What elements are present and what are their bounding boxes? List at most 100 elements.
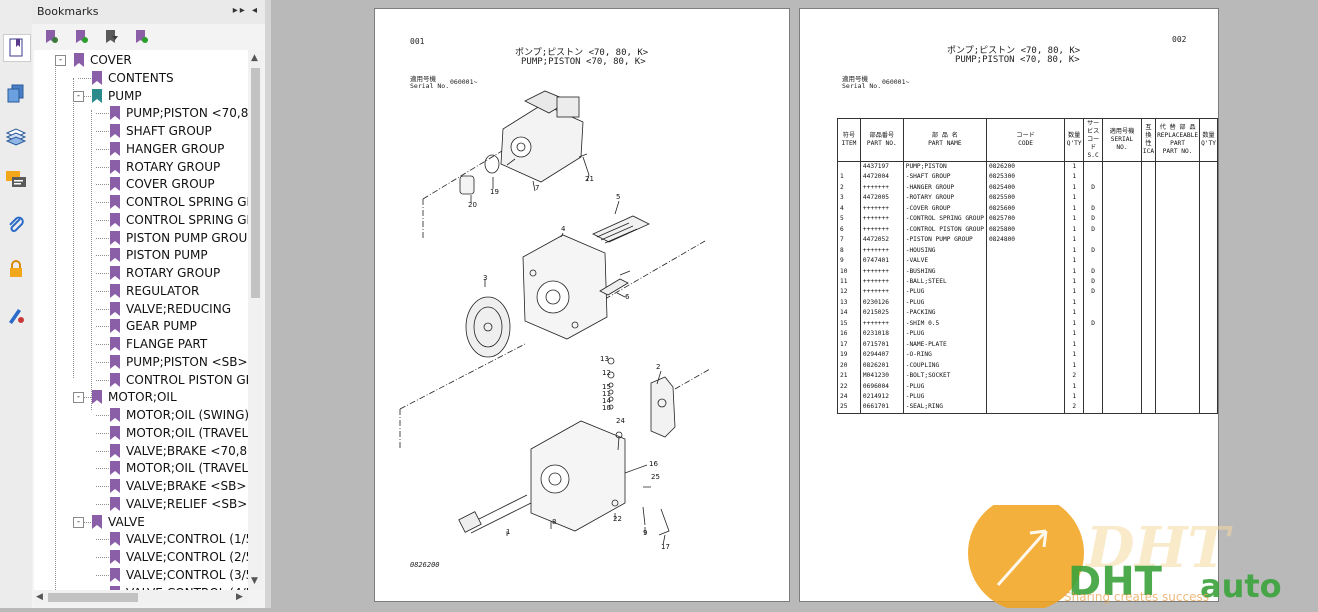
table-cell: -CONTROL SPRING GROUP — [902, 214, 987, 225]
bookmark-item[interactable]: VALVE;CONTROL (2/5) — [110, 548, 248, 566]
bookmark-item[interactable]: SHAFT GROUP — [110, 122, 212, 140]
comments-icon[interactable] — [3, 166, 29, 192]
table-cell-empty — [1140, 318, 1157, 330]
bookmark-item[interactable]: COVER GROUP — [110, 175, 215, 193]
model-label-jp: 適用号機 — [842, 75, 868, 83]
bookmark-item[interactable]: VALVE;BRAKE <SB> — [110, 477, 246, 495]
table-cell: 1 — [1064, 224, 1085, 236]
table-cell-empty — [1102, 381, 1142, 392]
bookmark-item[interactable]: MOTOR;OIL — [92, 388, 177, 406]
panel-splitter[interactable] — [265, 0, 271, 608]
pages-icon[interactable] — [3, 80, 29, 106]
table-cell: 20 — [837, 360, 861, 372]
table-cell-empty — [1140, 381, 1157, 392]
bookmark-item[interactable]: CONTENTS — [92, 69, 174, 87]
bookmark-item[interactable]: COVER — [74, 51, 132, 69]
watermark: DHT DHT auto Sharing creates success — [968, 495, 1318, 611]
table-cell: 1 — [1064, 256, 1085, 267]
bookmark-item[interactable]: VALVE;CONTROL (4/5) — [110, 584, 248, 590]
table-cell: 12 — [837, 287, 861, 298]
table-cell-empty — [1155, 266, 1201, 277]
bookmark-item[interactable]: VALVE;RELIEF <SB> — [110, 495, 247, 513]
table-cell-empty — [1199, 172, 1218, 183]
table-cell: 4437197 — [859, 161, 904, 173]
table-cell-empty — [1155, 371, 1201, 382]
table-cell: -COVER GROUP — [902, 203, 987, 215]
bookmark-item[interactable]: VALVE;CONTROL (3/5) — [110, 566, 248, 584]
collapse-toggle[interactable]: - — [55, 55, 66, 66]
bookmark-item[interactable]: GEAR PUMP — [110, 317, 197, 335]
bookmark-item[interactable]: HANGER GROUP — [110, 140, 224, 158]
table-cell: 1 — [1064, 381, 1085, 392]
table-cell-empty — [1140, 203, 1157, 215]
signatures-icon[interactable] — [3, 302, 29, 328]
bookmark-item[interactable]: REGULATOR — [110, 282, 199, 300]
table-cell: 1 — [1064, 329, 1085, 340]
table-cell: 0825700 — [985, 214, 1066, 225]
scrollbar-thumb[interactable] — [48, 593, 138, 602]
bookmark-item[interactable]: VALVE;REDUCING — [110, 300, 231, 318]
table-cell-empty — [1199, 402, 1218, 414]
table-cell: 0825500 — [985, 193, 1066, 204]
collapse-toggle[interactable]: - — [73, 392, 84, 404]
bookmark-properties-icon[interactable] — [132, 28, 150, 46]
vertical-scrollbar[interactable]: ▲ ▼ — [248, 50, 263, 590]
bookmark-item[interactable]: CONTROL SPRING GROU — [110, 211, 248, 229]
bookmark-item[interactable]: VALVE;BRAKE <70,80,K: — [110, 442, 248, 460]
scrollbar-thumb[interactable] — [251, 68, 260, 298]
bookmark-item[interactable]: PISTON PUMP — [110, 246, 208, 264]
table-cell: D — [1083, 245, 1104, 257]
table-cell — [985, 339, 1066, 351]
bookmark-item[interactable]: MOTOR;OIL (TRAVEL) < — [110, 459, 248, 477]
bookmark-icon — [110, 230, 120, 245]
table-cell: -O-RING — [902, 350, 987, 361]
bookmark-item[interactable]: FLANGE PART — [110, 335, 207, 353]
table-cell-empty — [1199, 224, 1218, 236]
layers-icon[interactable] — [3, 124, 29, 150]
bookmark-item[interactable]: PUMP — [92, 87, 142, 105]
table-cell: -BUSHING — [902, 266, 987, 277]
bookmark-item[interactable]: CONTROL SPRING GROU — [110, 193, 248, 211]
bookmark-label: PUMP — [108, 88, 142, 103]
bookmark-label: COVER — [90, 53, 132, 67]
bookmark-item[interactable]: VALVE;CONTROL (1/5) — [110, 530, 248, 548]
table-cell: 0825600 — [985, 203, 1066, 215]
bookmark-label: MOTOR;OIL — [108, 390, 177, 405]
bookmark-item[interactable]: MOTOR;OIL (TRAVEL) < — [110, 424, 248, 442]
bookmark-item[interactable]: PISTON PUMP GROUP — [110, 229, 248, 247]
table-cell-empty — [1199, 329, 1218, 340]
security-icon[interactable] — [3, 256, 29, 282]
panel-options-button[interactable]: ▸▸ ◂ — [232, 5, 259, 16]
bookmark-item[interactable]: ROTARY GROUP — [110, 158, 220, 176]
bookmark-item[interactable]: CONTROL PISTON GROU — [110, 371, 248, 389]
bookmark-item[interactable]: ROTARY GROUP — [110, 264, 220, 282]
expand-bookmark-icon[interactable] — [102, 28, 120, 46]
table-cell: 0661701 — [859, 402, 904, 414]
bookmark-options-icon[interactable] — [42, 28, 60, 46]
bookmark-item[interactable]: VALVE — [92, 513, 145, 531]
table-cell — [985, 245, 1066, 257]
bookmarks-icon[interactable] — [3, 34, 31, 62]
callout-number: 16 — [649, 460, 658, 468]
table-cell: 0825400 — [985, 182, 1066, 194]
bookmark-item[interactable]: PUMP;PISTON <70,80,K — [110, 104, 248, 122]
table-cell: 1 — [837, 172, 861, 183]
attachments-icon[interactable] — [3, 212, 29, 238]
table-cell-empty — [1155, 182, 1201, 194]
collapse-toggle[interactable]: - — [73, 516, 84, 528]
new-bookmark-icon[interactable] — [72, 28, 90, 46]
bookmark-item[interactable]: MOTOR;OIL (SWING) — [110, 406, 248, 424]
collapse-toggle[interactable]: - — [73, 90, 84, 102]
horizontal-scrollbar[interactable]: ◀ ▶ — [34, 590, 248, 605]
table-cell: PUMP;PISTON — [902, 161, 987, 173]
bookmark-item[interactable]: PUMP;PISTON <SB> — [110, 353, 248, 371]
